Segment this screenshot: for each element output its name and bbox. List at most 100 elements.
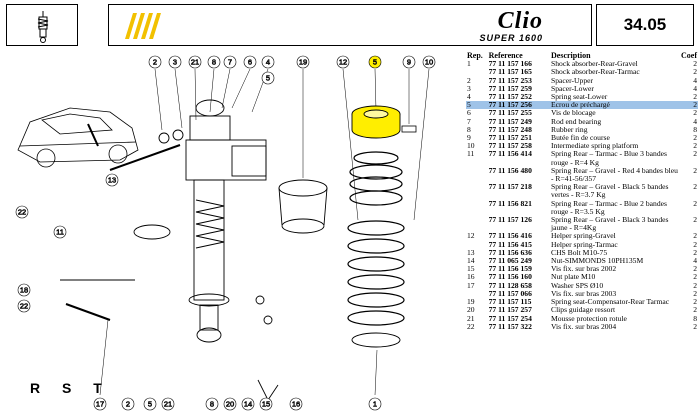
svg-text:1: 1 bbox=[373, 400, 377, 409]
cell-description: Ecrou de préchargé bbox=[550, 101, 680, 110]
cell-reference: 77 11 156 636 bbox=[488, 247, 532, 257]
svg-text:16: 16 bbox=[292, 400, 300, 409]
cell-rep: 11 bbox=[467, 149, 475, 159]
callout-marker: 10 bbox=[422, 55, 436, 69]
cell-coef: 2 bbox=[693, 288, 697, 298]
cell-rep: 10 bbox=[467, 141, 475, 151]
cell-description: Nut plate M10 bbox=[551, 272, 596, 282]
svg-text:12: 12 bbox=[339, 58, 347, 67]
callout-marker: 2 bbox=[121, 397, 135, 411]
svg-text:15: 15 bbox=[262, 400, 270, 409]
cell-coef: 2 bbox=[693, 247, 697, 257]
cell-reference: 77 11 157 248 bbox=[488, 124, 532, 134]
cell-rep: 5 bbox=[466, 101, 488, 110]
cell-reference: 77 11 157 249 bbox=[488, 116, 532, 126]
svg-text:20: 20 bbox=[226, 400, 234, 409]
callout-marker: 20 bbox=[223, 397, 237, 411]
col-header-coef: Coef bbox=[681, 51, 697, 60]
svg-text:10: 10 bbox=[425, 58, 433, 67]
cell-coef: 2 bbox=[693, 305, 697, 315]
svg-text:21: 21 bbox=[191, 58, 199, 67]
callout-marker: 7 bbox=[223, 55, 237, 69]
cell-rep: 6 bbox=[467, 108, 471, 118]
cell-description: Vis de blocage bbox=[551, 108, 596, 118]
cell-description: Washer SPS Ø10 bbox=[551, 280, 604, 290]
cell-reference: 77 11 157 259 bbox=[488, 83, 532, 93]
svg-text:22: 22 bbox=[18, 208, 26, 217]
cell-rep: 16 bbox=[467, 272, 475, 282]
svg-text:11: 11 bbox=[56, 228, 64, 237]
cell-reference: 77 11 157 252 bbox=[488, 92, 532, 102]
cell-coef: 2 bbox=[693, 280, 697, 290]
cell-description: Spring Rear – Gravel - Black 3 bandes ja… bbox=[551, 215, 669, 233]
cell-rep: 21 bbox=[467, 313, 475, 323]
shock-absorber-icon bbox=[37, 11, 49, 43]
callout-marker: 21 bbox=[188, 55, 202, 69]
svg-text:22: 22 bbox=[20, 302, 28, 311]
cell-rep: 7 bbox=[467, 116, 471, 126]
cell-coef: 2 bbox=[693, 67, 697, 77]
cell-coef: 2 bbox=[693, 297, 697, 307]
cell-description: Spring Rear – Tarmac - Blue 2 bandes rou… bbox=[551, 198, 667, 216]
callout-marker: 8 bbox=[207, 55, 221, 69]
svg-text:17: 17 bbox=[96, 400, 104, 409]
svg-text:2: 2 bbox=[126, 400, 130, 409]
svg-text:9: 9 bbox=[407, 58, 411, 67]
brand-stripes-icon bbox=[125, 13, 161, 39]
cell-coef: 2 bbox=[693, 182, 697, 192]
cell-reference: 77 11 156 415 bbox=[488, 239, 532, 249]
callout-marker: 11 bbox=[53, 225, 67, 239]
cell-rep: 13 bbox=[467, 247, 475, 257]
diagram-footer-label: R S T bbox=[30, 380, 111, 396]
callouts-side: 22 13 11 18 22 bbox=[15, 173, 119, 313]
cell-reference: 77 11 157 256 bbox=[487, 101, 550, 110]
callout-marker: 6 bbox=[243, 55, 257, 69]
cell-description: Rubber ring bbox=[551, 124, 588, 134]
cell-description: Spacer-Upper bbox=[551, 75, 594, 85]
cell-description: Helper spring-Gravel bbox=[551, 231, 616, 241]
callout-marker: 14 bbox=[241, 397, 255, 411]
cell-rep: 17 bbox=[467, 280, 475, 290]
cell-coef: 2 bbox=[693, 141, 697, 151]
callout-marker: 21 bbox=[161, 397, 175, 411]
svg-text:3: 3 bbox=[173, 58, 177, 67]
svg-text:5: 5 bbox=[266, 74, 270, 83]
cell-coef: 2 bbox=[693, 108, 697, 118]
callout-marker: 16 bbox=[289, 397, 303, 411]
callout-marker: 22 bbox=[17, 299, 31, 313]
cell-reference: 77 11 157 066 bbox=[488, 288, 532, 298]
cell-coef: 4 bbox=[693, 256, 697, 266]
svg-text:2: 2 bbox=[153, 58, 157, 67]
cell-coef: 4 bbox=[693, 75, 697, 85]
cell-rep: 1 bbox=[467, 59, 471, 69]
